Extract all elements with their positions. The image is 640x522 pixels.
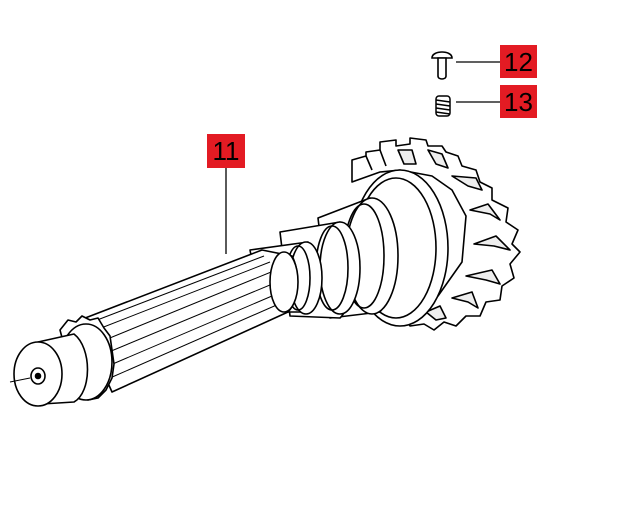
- callout-13-box: [500, 85, 537, 118]
- callout-11-label: 11: [213, 136, 240, 166]
- input-shaft-drawing: [9, 137, 521, 407]
- callout-11-box: [207, 134, 245, 168]
- callout-11: 11: [207, 134, 245, 168]
- callout-12-box: [500, 45, 537, 78]
- spline-lines: [91, 255, 289, 379]
- callout-13: 13: [500, 85, 537, 118]
- callout-12: 12: [500, 45, 537, 78]
- callout-12-label: 12: [504, 47, 533, 77]
- screw-drawing: [431, 51, 453, 80]
- callout-13-label: 13: [504, 87, 533, 117]
- spring-drawing: [435, 95, 451, 117]
- gear-teeth: [351, 137, 521, 331]
- leader-lines: [225, 61, 500, 254]
